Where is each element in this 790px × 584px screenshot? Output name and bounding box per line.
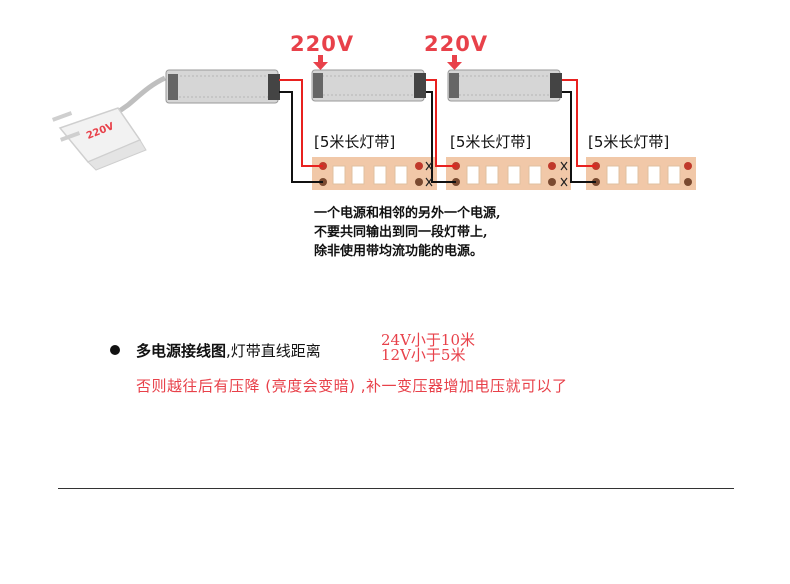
cut-marks-1 <box>425 161 433 187</box>
bullet-dot <box>110 345 120 355</box>
wires-psu1 <box>279 79 323 183</box>
bullet-text: ,灯带直线距离 <box>226 341 321 360</box>
divider <box>58 488 734 489</box>
note-text: 一个电源和相邻的另外一个电源, 不要共同输出到同一段灯带上, 除非使用带均流功能… <box>314 204 574 261</box>
wires-psu2 <box>426 79 456 183</box>
led-strip-1 <box>312 157 437 190</box>
power-supply-1 <box>165 69 280 104</box>
arrow-icon-2 <box>447 55 462 70</box>
voltage-label-2: 220V <box>424 32 489 56</box>
power-supply-2 <box>311 69 426 102</box>
note-line-1: 一个电源和相邻的另外一个电源, <box>314 206 501 221</box>
warning-text: 否则越往后有压降 (亮度会变暗) ,补一变压器增加电压就可以了 <box>136 377 568 395</box>
distance-12v: 12V小于5米 <box>381 346 466 364</box>
strip-label-3: [5米长灯带] <box>588 133 670 151</box>
distance-limits: 24V小于10米 12V小于5米 <box>381 333 475 363</box>
wires-psu3 <box>562 79 596 183</box>
led-strip-3 <box>586 157 696 190</box>
bullet-line: 多电源接线图 ,灯带直线距离 <box>110 335 321 365</box>
bullet-title: 多电源接线图 <box>136 341 227 360</box>
voltage-label-1: 220V <box>290 32 355 56</box>
distance-24v: 24V小于10米 <box>381 331 476 349</box>
arrow-icon-1 <box>313 55 328 70</box>
cut-marks-2 <box>560 161 568 187</box>
strip-label-1: [5米长灯带] <box>314 133 396 151</box>
power-supply-3 <box>447 69 562 102</box>
led-strip-2 <box>446 157 571 190</box>
note-line-2: 不要共同输出到同一段灯带上, <box>314 225 488 240</box>
note-line-3: 除非使用带均流功能的电源。 <box>314 244 484 259</box>
strip-label-2: [5米长灯带] <box>450 133 532 151</box>
power-plug <box>52 75 167 171</box>
